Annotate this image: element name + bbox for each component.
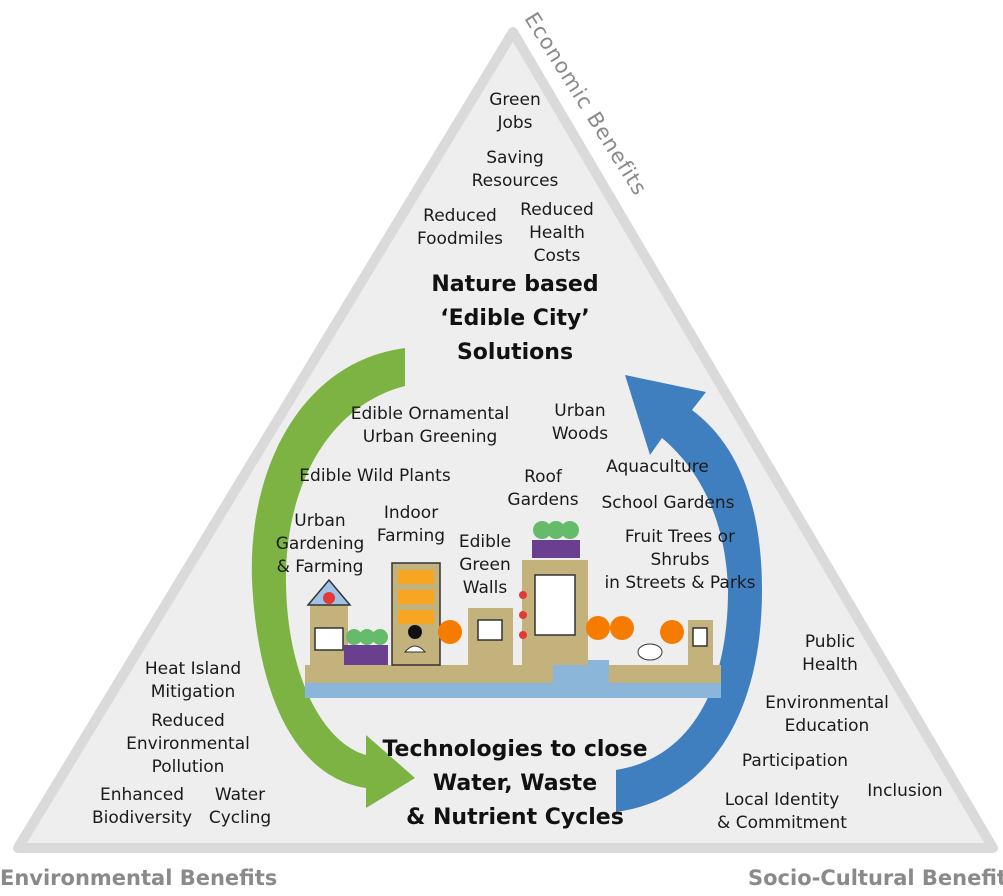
- indoor-shelf: [398, 610, 434, 624]
- roof-plant: [561, 521, 579, 539]
- edible-wild-plants-label: Edible Wild Plants: [299, 466, 451, 486]
- edible-green-walls-label: Edible Green Walls: [458, 532, 512, 598]
- fruit-tree: [438, 620, 462, 644]
- water-cycling-label: Water Cycling: [208, 785, 272, 828]
- bed-plant: [346, 629, 362, 645]
- bed-plant: [372, 629, 388, 645]
- reduced-foodmiles-label: Reduced Foodmiles: [416, 206, 504, 249]
- fruit-trees-label: Fruit Trees or Shrubs in Streets & Parks: [604, 527, 756, 593]
- sheep-icon: [637, 643, 663, 661]
- aquaculture-label: Aquaculture: [606, 457, 709, 477]
- indoor-farming-label: Indoor Farming: [376, 503, 446, 546]
- local-identity-label: Local Identity & Commitment: [717, 790, 847, 833]
- roof-planter: [532, 540, 580, 558]
- fruit-tree: [586, 616, 610, 640]
- small-house-window: [692, 627, 708, 647]
- saving-resources-label: Saving Resources: [471, 148, 559, 191]
- roof-building-windows: [534, 574, 576, 636]
- environmental-education-label: Environmental Education: [765, 693, 889, 736]
- raised-bed: [344, 645, 388, 665]
- roof-gardens-label: Roof Gardens: [507, 467, 579, 510]
- greenhouse-windows: [314, 627, 344, 651]
- fruit-tree: [660, 620, 684, 644]
- vine-berry: [519, 591, 527, 599]
- blue-cycle-arrow: [616, 375, 762, 812]
- urban-woods-label: Urban Woods: [551, 401, 609, 444]
- indoor-shelf: [398, 570, 434, 584]
- green-cycle-arrow: [251, 348, 415, 808]
- ground-strip: [305, 665, 721, 683]
- reduced-health-costs-label: Reduced Health Costs: [520, 200, 594, 266]
- heat-island-label: Heat Island Mitigation: [144, 659, 242, 702]
- greenhouse-plant: [323, 592, 335, 604]
- public-health-label: Public Health: [802, 632, 858, 675]
- nature-based-solutions-title: Nature based ‘Edible City’ Solutions: [431, 272, 599, 365]
- bed-plant: [359, 629, 375, 645]
- vine-berry: [519, 631, 527, 639]
- insect-icon: [408, 625, 422, 639]
- socio-cultural-benefits-title: Socio-Cultural Benefits: [748, 866, 1003, 890]
- environmental-benefits-title: Environmental Benefits: [0, 866, 278, 890]
- inclusion-label: Inclusion: [867, 781, 943, 801]
- vine-berry: [519, 611, 527, 619]
- reduced-pollution-label: Reduced Environmental Pollution: [126, 711, 250, 777]
- urban-gardening-label: Urban Gardening & Farming: [275, 511, 365, 577]
- participation-label: Participation: [741, 751, 849, 771]
- fruit-tree: [610, 616, 634, 640]
- roof-plant: [547, 521, 565, 539]
- technologies-title: Technologies to close Water, Waste & Nut…: [382, 737, 648, 830]
- school-gardens-label: School Gardens: [601, 493, 735, 513]
- edible-ornamental-label: Edible Ornamental Urban Greening: [350, 404, 510, 447]
- mushroom-icon: [403, 645, 427, 653]
- green-jobs-label: Green Jobs: [489, 90, 541, 133]
- enhanced-biodiversity-label: Enhanced Biodiversity: [91, 785, 193, 828]
- green-wall-window: [477, 619, 503, 641]
- indoor-shelf: [398, 590, 434, 604]
- canal: [553, 660, 609, 695]
- roof-plant: [533, 521, 551, 539]
- water-strip: [305, 682, 721, 698]
